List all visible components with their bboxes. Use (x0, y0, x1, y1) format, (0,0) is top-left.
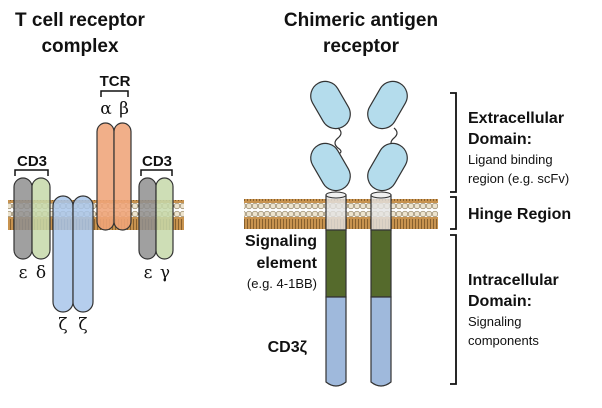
cd3-left-label: CD3 (17, 153, 47, 170)
right-title-line1: Chimeric antigen (284, 10, 438, 31)
cd3zeta-right (370, 296, 392, 387)
right-title-line2: receptor (323, 36, 400, 57)
tcr-beta-chain (113, 122, 132, 231)
cd3-right-label: CD3 (142, 153, 172, 170)
cd3-gamma-chain (155, 177, 174, 260)
cd3-left-epsilon-label: ε (19, 263, 28, 283)
signaling-element-example: (e.g. 4-1BB) (247, 276, 317, 291)
car-molecule-right (367, 80, 408, 387)
scfv-linker-left (334, 127, 342, 155)
cd3-right-epsilon-label: ε (144, 263, 153, 283)
left-title-line2: complex (41, 36, 119, 57)
zeta-2-label: ζ (78, 315, 87, 335)
tcr-alpha-label: α (100, 99, 112, 119)
cd3-right-bracket (140, 169, 173, 176)
cd3zeta-left (325, 296, 347, 387)
hinge-right (370, 194, 392, 231)
intracellular-bracket (450, 234, 457, 385)
extracellular-desc-line2: region (e.g. scFv) (468, 171, 569, 186)
signaling-element-label-line2: element (257, 255, 318, 272)
intracellular-desc-line1: Signaling (468, 314, 522, 329)
signaling-element-left (325, 229, 347, 298)
scfv-domain-right-upper (367, 80, 408, 130)
scfv-domain-right-lower (367, 142, 408, 192)
hinge-bracket (450, 196, 457, 230)
tcr-beta-label: β (119, 99, 129, 119)
cd3-epsilon-left-chain (13, 177, 33, 260)
left-title-line1: T cell receptor (15, 10, 145, 31)
tcr-bracket (100, 90, 129, 97)
hinge-label: Hinge Region (468, 206, 571, 223)
intracellular-label-line2: Domain: (468, 293, 532, 310)
scfv-domain-left-upper (310, 80, 351, 130)
cd3-delta-chain (31, 177, 51, 260)
car-molecule-left (310, 80, 351, 387)
cd3-delta-label: δ (36, 263, 46, 283)
hinge-right-top (370, 191, 392, 199)
scfv-domain-left-lower (310, 142, 351, 192)
intracellular-desc-line2: components (468, 333, 539, 348)
zeta-chain-2 (72, 195, 94, 313)
cd3-epsilon-right-chain (138, 177, 157, 260)
cd3-gamma-label: γ (160, 263, 170, 283)
signaling-element-right (370, 229, 392, 298)
extracellular-desc-line1: Ligand binding (468, 152, 553, 167)
extracellular-bracket (450, 92, 457, 193)
hinge-left-top (325, 191, 347, 199)
signaling-element-label-line1: Signaling (245, 233, 317, 250)
zeta-chain-1 (52, 195, 74, 313)
tcr-label: TCR (100, 73, 131, 90)
extracellular-label-line1: Extracellular (468, 110, 564, 127)
cd3zeta-label: CD3ζ (268, 339, 308, 356)
cd3-left-bracket (14, 169, 49, 176)
tcr-alpha-chain (96, 122, 115, 231)
intracellular-label-line1: Intracellular (468, 272, 559, 289)
hinge-left (325, 194, 347, 231)
extracellular-label-line2: Domain: (468, 131, 532, 148)
zeta-1-label: ζ (58, 315, 67, 335)
